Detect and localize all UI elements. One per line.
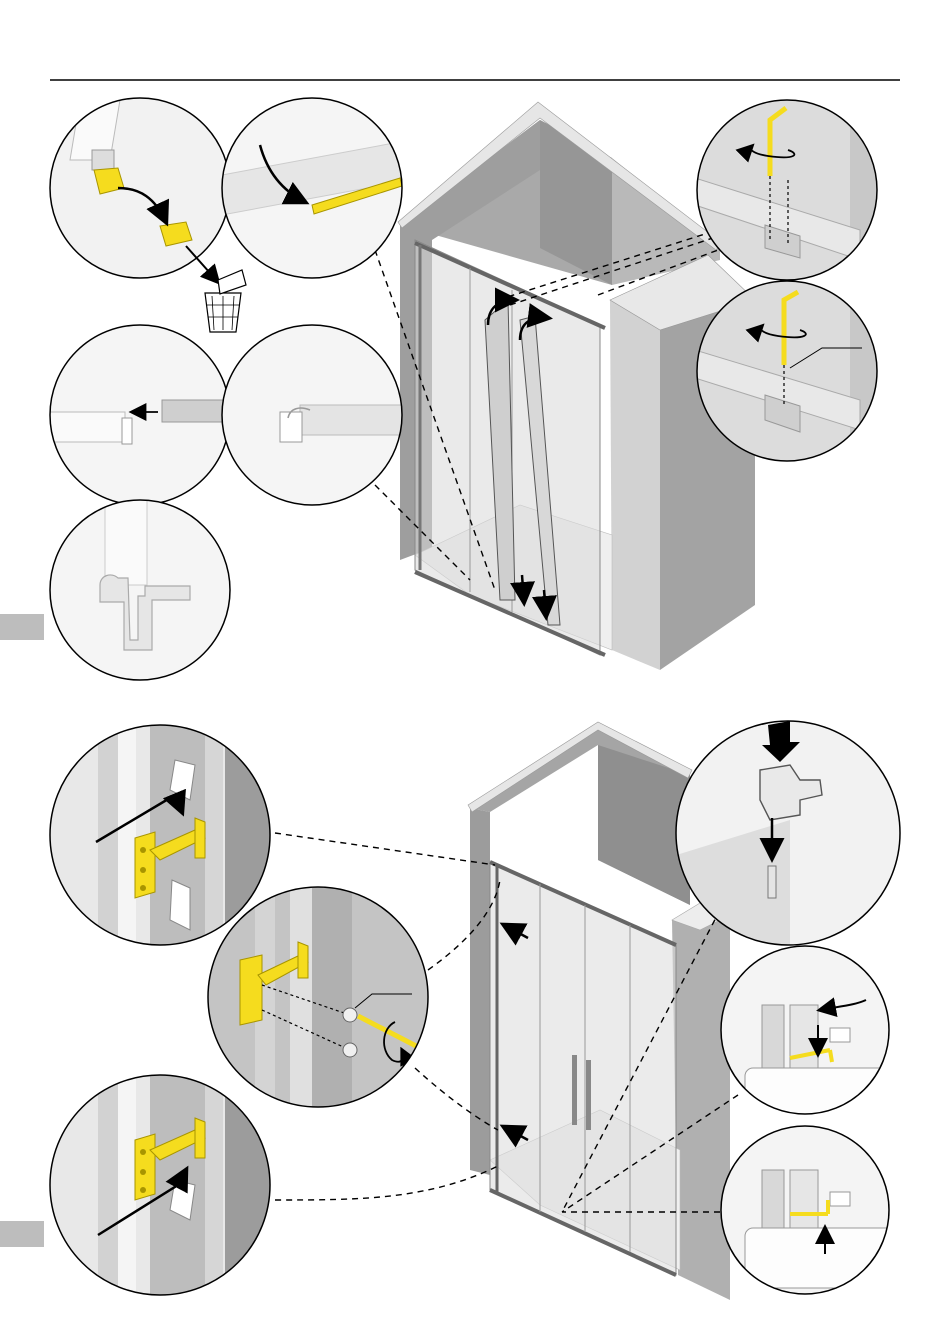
detail-end-cap xyxy=(210,320,420,520)
detail-clip-removal xyxy=(40,90,240,290)
detail-section-profile xyxy=(40,500,240,700)
hex-key-icon xyxy=(830,1050,832,1062)
detail-seal-insertion xyxy=(210,90,420,290)
trash-bin-icon xyxy=(205,270,246,332)
detail-profile-alignment xyxy=(40,320,240,520)
detail-hex-key-top xyxy=(695,100,890,290)
